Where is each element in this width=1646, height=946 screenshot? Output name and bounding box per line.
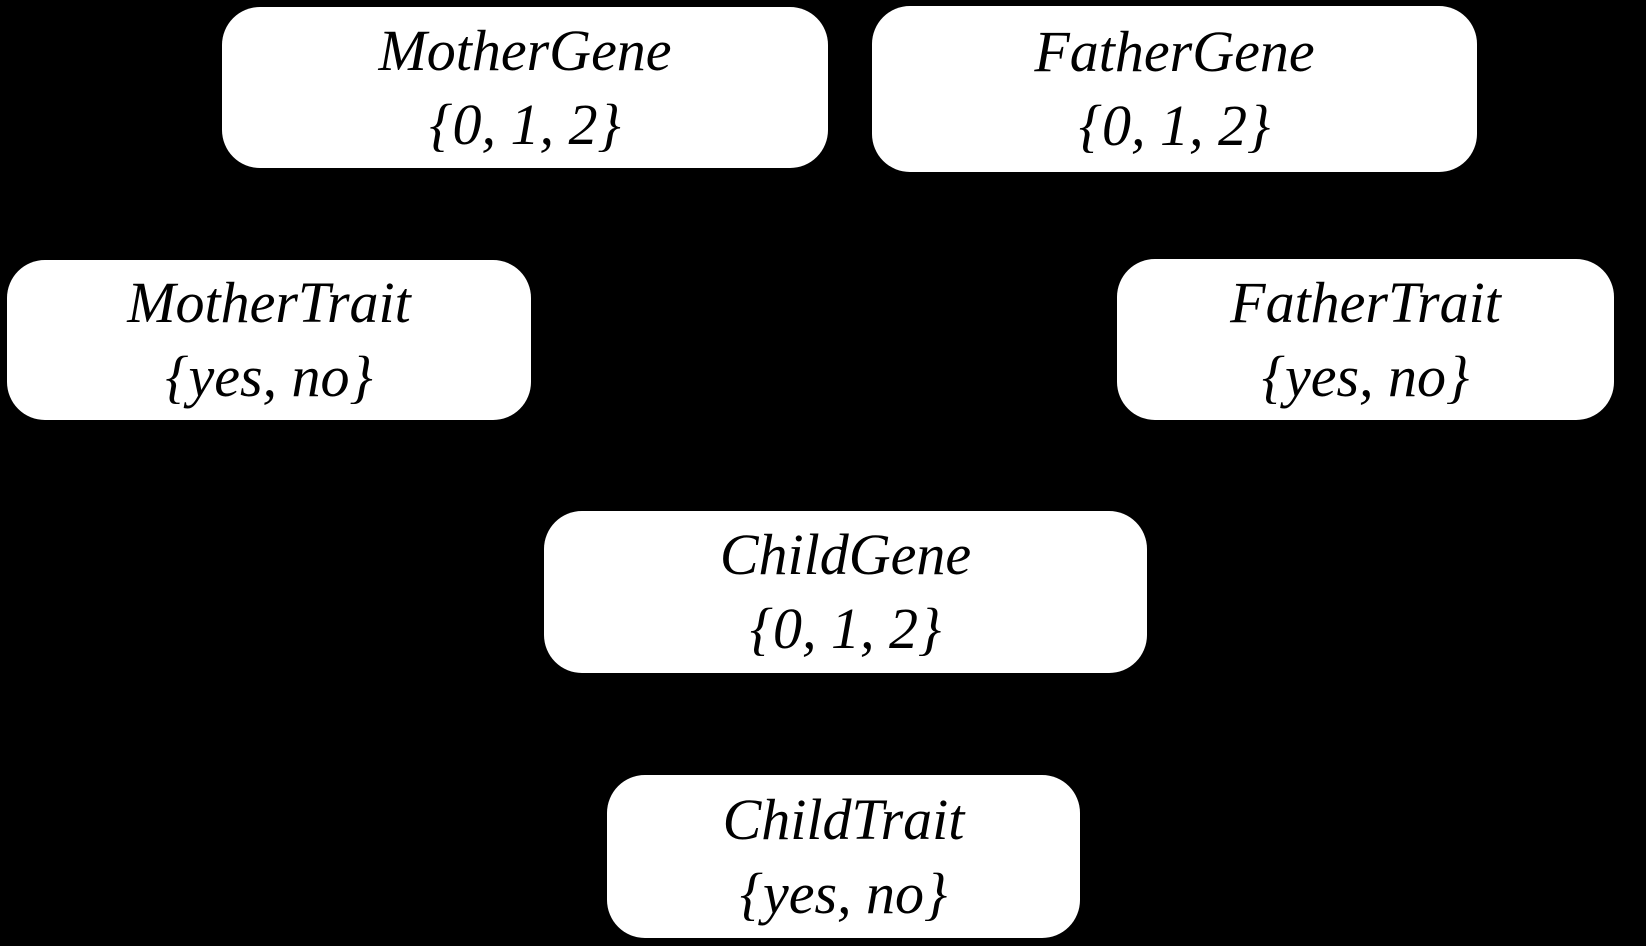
node-mother-trait-values: {yes, no} xyxy=(165,344,373,409)
node-father-gene-values: {0, 1, 2} xyxy=(1078,93,1271,158)
node-mother-gene: MotherGene {0, 1, 2} xyxy=(222,7,828,168)
node-child-trait-values: {yes, no} xyxy=(739,860,948,926)
node-child-gene-values: {0, 1, 2} xyxy=(749,596,942,661)
node-mother-trait-label: MotherTrait xyxy=(127,270,411,335)
node-mother-trait: MotherTrait {yes, no} xyxy=(7,260,531,420)
node-mother-gene-values: {0, 1, 2} xyxy=(429,91,621,157)
node-father-trait-values: {yes, no} xyxy=(1261,343,1470,409)
node-child-trait: ChildTrait {yes, no} xyxy=(607,775,1080,938)
node-child-gene-label: ChildGene xyxy=(719,522,972,587)
node-child-gene: ChildGene {0, 1, 2} xyxy=(544,511,1147,673)
node-father-trait: FatherTrait {yes, no} xyxy=(1117,259,1614,420)
node-mother-gene-label: MotherGene xyxy=(378,17,672,83)
node-father-gene: FatherGene {0, 1, 2} xyxy=(872,6,1477,172)
node-child-trait-label: ChildTrait xyxy=(722,786,965,852)
node-father-gene-label: FatherGene xyxy=(1034,19,1315,84)
node-father-trait-label: FatherTrait xyxy=(1230,269,1501,335)
